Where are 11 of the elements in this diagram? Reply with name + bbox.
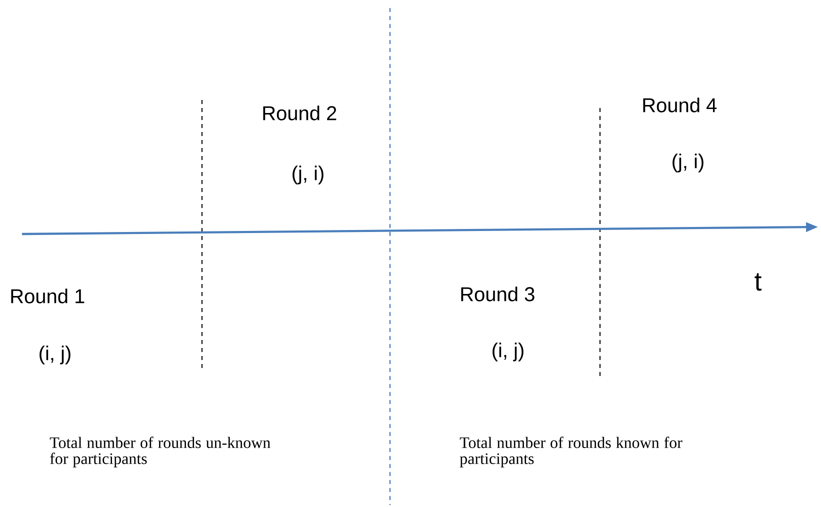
pair-label: (j, i)	[672, 154, 704, 172]
round-label: Round 2	[263, 106, 336, 120]
pair-label: (i, j)	[492, 342, 524, 362]
axis-label: t	[754, 273, 762, 291]
note-text: Total number of rounds known for participants	[460, 436, 682, 468]
pair-label: (j, i)	[292, 166, 324, 184]
round-label: Round 3	[461, 286, 534, 302]
round-label: Round 1	[11, 288, 84, 304]
note-text: Total number of rounds un-known for participants	[50, 436, 270, 468]
round-label: Round 4	[643, 98, 717, 112]
pair-label: (i, j)	[40, 346, 70, 364]
